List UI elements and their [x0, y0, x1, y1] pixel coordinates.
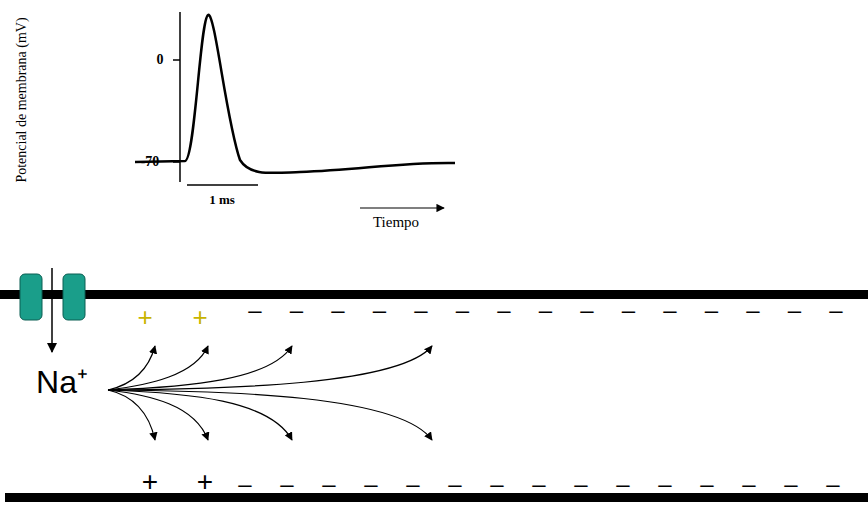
membrane-bottom: [5, 493, 868, 502]
charge-sign: –: [746, 298, 759, 322]
tick: [173, 59, 180, 61]
charge-sign: –: [532, 472, 545, 496]
charge-sign: –: [248, 298, 261, 322]
axis-label: Potencial de membrana (mV): [15, 17, 29, 182]
charge-sign: –: [829, 298, 842, 322]
charge-sign: –: [456, 298, 469, 322]
charge-sign: –: [290, 298, 303, 322]
charge-sign: –: [616, 472, 629, 496]
charge-sign: –: [580, 298, 593, 322]
time-arrow: [360, 207, 444, 208]
channel-half: [20, 274, 42, 320]
tick-label: -70: [141, 155, 160, 169]
charge-sign: –: [331, 298, 344, 322]
charge-sign: –: [705, 298, 718, 322]
membrane-top: [0, 290, 868, 299]
charge-sign: –: [826, 472, 839, 496]
charge-sign: –: [788, 298, 801, 322]
current-arrows: [108, 346, 432, 440]
charge-sign: –: [700, 472, 713, 496]
charge-sign: –: [622, 298, 635, 322]
charge-sign: –: [497, 298, 510, 322]
channel-half: [63, 274, 85, 320]
charge-sign: –: [742, 472, 755, 496]
charge-sign: –: [784, 472, 797, 496]
charge-sign: –: [448, 472, 461, 496]
charge-sign: –: [322, 472, 335, 496]
charge-sign: –: [539, 298, 552, 322]
charge-sign: +: [142, 468, 158, 496]
charge-sign: +: [137, 304, 152, 330]
charge-sign: –: [658, 472, 671, 496]
charge-sign: –: [364, 472, 377, 496]
charge-sign: –: [490, 472, 503, 496]
charge-sign: +: [192, 304, 207, 330]
action-potential-curve: [135, 15, 455, 173]
charge-sign: –: [238, 472, 251, 496]
charge-sign: –: [406, 472, 419, 496]
charge-sign: –: [414, 298, 427, 322]
tick-label: 0: [157, 53, 164, 67]
charge-sign: –: [280, 472, 293, 496]
y-axis: [179, 12, 181, 182]
charge-sign: –: [574, 472, 587, 496]
charge-sign: –: [663, 298, 676, 322]
ion-label: Na⁺: [36, 366, 88, 398]
charge-sign: +: [197, 468, 213, 496]
axis-label: Tiempo: [373, 215, 419, 230]
scale-label: 1 ms: [209, 193, 235, 206]
sodium-influx-arrow: [51, 268, 53, 352]
charge-sign: –: [373, 298, 386, 322]
scale-bar: [187, 184, 258, 186]
